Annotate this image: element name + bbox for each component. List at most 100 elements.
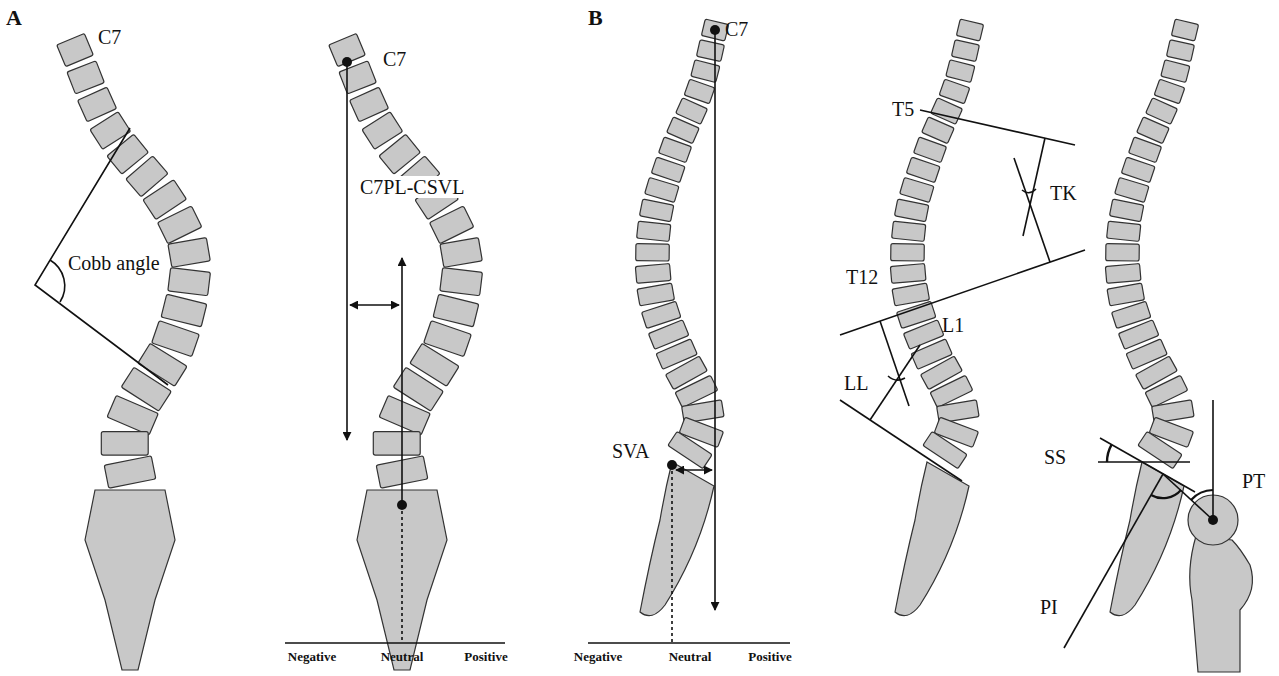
- vertebra: [637, 221, 671, 241]
- angle-arc: [1191, 490, 1213, 500]
- axis-label: Positive: [464, 650, 507, 664]
- measure-label: SVA: [612, 440, 649, 462]
- perpendicular: [870, 345, 920, 420]
- measure-label: TK: [1050, 182, 1077, 204]
- pi-line: [1064, 474, 1163, 648]
- vertebra: [107, 395, 158, 435]
- measure-label: C7: [383, 48, 406, 70]
- vertebra: [161, 294, 207, 327]
- sacrum: [85, 490, 175, 670]
- vertebra: [433, 294, 479, 327]
- vertebra: [168, 238, 210, 268]
- vertebra: [373, 432, 420, 456]
- measure-label: PT: [1242, 470, 1265, 492]
- vertebra: [946, 60, 975, 83]
- measure-label: T12: [846, 266, 878, 288]
- vertebra: [57, 33, 94, 66]
- vertebra: [1106, 244, 1140, 261]
- vertebra: [892, 283, 930, 306]
- vertebra: [890, 264, 926, 284]
- offset-arrow: [350, 304, 399, 306]
- measure-label: C7: [725, 18, 748, 40]
- measure-label: SS: [1044, 446, 1066, 468]
- sacrum: [640, 462, 714, 616]
- vertebra: [1171, 19, 1198, 41]
- vertical-line: [1212, 400, 1214, 520]
- axis-line: [285, 642, 505, 644]
- femur: [1190, 536, 1253, 672]
- axis-label: Positive: [748, 650, 791, 664]
- endplate-line: [1100, 438, 1195, 492]
- vertebra: [1166, 40, 1194, 62]
- points: [342, 25, 1218, 525]
- vertebra: [1115, 177, 1149, 202]
- csvl-line: [401, 258, 403, 505]
- hip-center-dot: [1208, 515, 1218, 525]
- sacrum: [1110, 462, 1184, 616]
- perpendicular: [1023, 138, 1045, 236]
- vertebra: [956, 19, 983, 41]
- vertebra: [892, 221, 926, 241]
- vertebra: [900, 177, 934, 202]
- vertebra: [1121, 157, 1155, 183]
- vertebra: [891, 244, 925, 261]
- angle-arc: [1151, 490, 1181, 498]
- panel-letter: A: [6, 6, 22, 30]
- angle-arc: [1107, 445, 1112, 462]
- vertebra: [1107, 221, 1141, 241]
- angle-arc: [888, 376, 905, 380]
- dotted-line: [671, 465, 673, 643]
- vertebra: [636, 244, 670, 261]
- vertebra: [168, 268, 211, 296]
- vertebra: [329, 33, 366, 66]
- sva-arrow: [676, 469, 712, 471]
- sacrum-dot: [667, 460, 677, 470]
- axis-label: Negative: [574, 650, 622, 664]
- vertebra: [894, 199, 928, 222]
- vertebra: [639, 199, 673, 222]
- vertebra: [637, 283, 675, 306]
- vertebra: [1107, 283, 1145, 306]
- measure-label: C7: [98, 26, 121, 48]
- panel-letter: B: [588, 6, 603, 30]
- angle-arc: [50, 260, 65, 302]
- vertebra: [651, 157, 685, 183]
- vertebra: [645, 177, 679, 202]
- sacrum-dot: [397, 500, 407, 510]
- s1-line: [840, 400, 962, 481]
- measure-label: T5: [892, 98, 914, 120]
- vertebra: [157, 206, 201, 244]
- vertebrae: [57, 19, 1199, 488]
- cobb-line: [35, 128, 168, 385]
- vertebra: [440, 268, 483, 296]
- measure-label: C7PL-CSVL: [358, 176, 466, 198]
- measure-lines: [35, 30, 1213, 648]
- axis-label: Neutral: [381, 650, 424, 664]
- vertebra: [104, 456, 156, 488]
- vertebra: [1105, 264, 1141, 284]
- c7-plumb-line: [714, 30, 716, 610]
- vertebra: [429, 206, 473, 244]
- c7-dot: [710, 25, 720, 35]
- vertebra: [101, 432, 148, 456]
- perpendicular: [1014, 158, 1050, 262]
- vertebra: [1161, 60, 1190, 83]
- measure-label: PI: [1040, 596, 1058, 618]
- angle-arc: [1022, 189, 1036, 193]
- vertebra: [906, 157, 940, 183]
- vertebra: [923, 431, 967, 468]
- axis-line: [588, 642, 790, 644]
- dotted-line: [401, 505, 403, 643]
- vertebra: [1109, 199, 1143, 222]
- measure-label: L1: [942, 314, 964, 336]
- perpendicular: [880, 321, 909, 406]
- t5-line: [920, 110, 1075, 145]
- vertebra: [696, 40, 724, 62]
- measure-label: LL: [844, 372, 868, 394]
- vertebra: [67, 61, 105, 94]
- vertebra: [951, 40, 979, 62]
- axis-label: Neutral: [669, 650, 712, 664]
- measure-label: Cobb angle: [66, 252, 162, 274]
